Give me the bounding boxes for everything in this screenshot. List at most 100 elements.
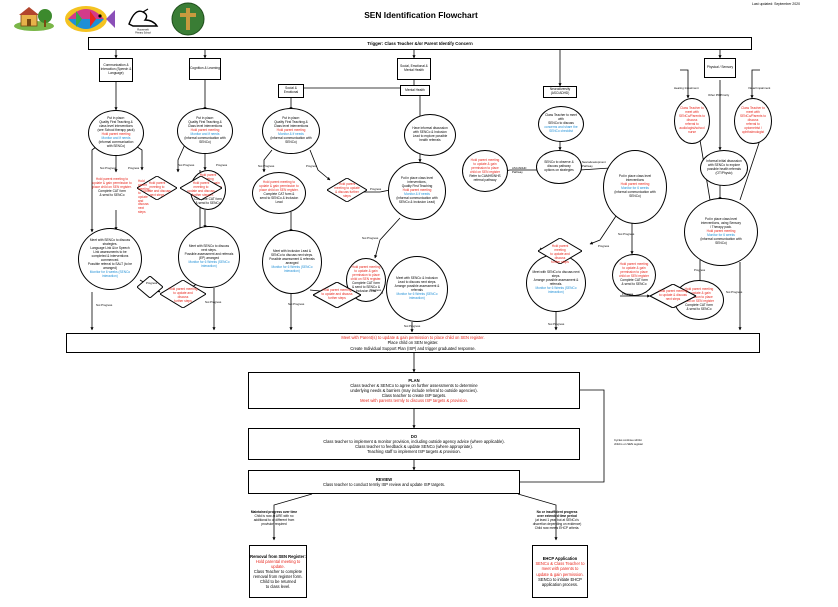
label-not-progress-3: Not Progress [178, 163, 195, 167]
text-line: Class level interventions [187, 124, 223, 129]
text-line: interaction) [409, 295, 425, 300]
swan-logo: Roosevelt Primary School [123, 4, 163, 34]
text-line: Hold parent meeting [551, 244, 569, 252]
text-line: to update & gain [622, 266, 646, 271]
area-neuro: Neurodiversity (ASC/ADHD) [543, 86, 577, 98]
text-line: Refer to CAMHS/NHS [469, 173, 501, 178]
text-line: permission to place [471, 166, 499, 171]
label-not-progress-5: Not Progress [258, 164, 275, 168]
text-line: Meet with SENCo to discuss next [532, 270, 580, 275]
sen-register-red: Meet with Parent(s) to update & gain per… [341, 335, 485, 341]
text-line: Hold parent meeting [706, 229, 736, 234]
label-progress-2: Progress [146, 281, 158, 285]
text-line: Hold parent meeting [168, 287, 198, 291]
text-line: commenced. [100, 258, 120, 262]
text-line: referral to audiologist/school [679, 121, 705, 130]
label-progress-7: Progress [598, 244, 610, 248]
label-progress-5: Progress [370, 187, 382, 191]
text-line: SENCo to observe & [544, 160, 574, 165]
text-line: Put in place: [196, 116, 214, 121]
text-line: Hold parent meeting [199, 173, 217, 182]
text-line: completed & interventions [91, 254, 129, 259]
text-line: Hold parent meeting [658, 289, 688, 293]
text-line: Monitor for 6 weeks [707, 232, 735, 237]
area-semh: Social, Emotional & Mental Health [397, 58, 431, 80]
text-line: Monitor for 6 Weeks (SENCo [188, 259, 230, 264]
text-line: Hold parent meeting to [148, 181, 166, 189]
text-line: Meet with Inclusion Lead & [272, 249, 312, 254]
text-line: Quality First Teaching & [274, 120, 308, 125]
text-line: Hold parent meeting [190, 128, 220, 133]
text-line: Class Teacher to meet with [680, 106, 704, 115]
area-communication: Communication & Interaction (Speech & La… [99, 58, 133, 82]
trigger-text: Trigger: Class Teacher &/or Parent Ident… [367, 40, 473, 46]
plan-box: PLAN Class teacher & SENCo to agree on f… [248, 372, 580, 409]
text-line: to update and discuss [321, 291, 353, 296]
text-line: SENCo) [285, 139, 297, 144]
label-not-progress-8: Not Progress [404, 324, 421, 328]
do-line2: Class teacher to feedback & update SENCo… [355, 444, 473, 449]
text-line: Hold parent meeting [470, 158, 500, 163]
label-progress-1: Progress [128, 166, 140, 170]
text-line: steps. [551, 274, 561, 279]
ehcp-box: EHCP Application SENCo & Class Teacher t… [532, 545, 588, 598]
text-line: interventions, [407, 180, 427, 185]
text-line: Monitor for 6 Weeks (SENCo [271, 264, 313, 269]
text-line: Put in place class level [704, 217, 738, 222]
text-line: Lead to explore possible [412, 134, 448, 138]
text-line: SENCo) [629, 193, 641, 198]
label-not-progress-1: Not Progress [100, 166, 117, 170]
label-hearing: Hearing Impairment [674, 86, 699, 90]
text-line: (informal communication with [396, 195, 438, 200]
text-line: Lead [275, 199, 283, 204]
text-line: Have informal discussion [412, 126, 448, 131]
text-line: next steps [665, 296, 681, 301]
text-line: Complete CAT form [98, 188, 126, 193]
text-line: nurse [688, 129, 696, 134]
label-not-progress-2: Not Progress [96, 303, 113, 307]
text-line: to update & gain [473, 162, 497, 167]
text-line: Hold parent meeting [101, 132, 131, 136]
text-line: Class level interventions [273, 124, 309, 129]
area-social-label: Social & Emotional [283, 86, 299, 94]
text-line: permission to place [352, 273, 380, 278]
text-line: SENCo & Inclusion Lead) [398, 199, 436, 204]
text-line: interaction) [284, 268, 300, 273]
text-line: Meet with SENCo & Inclusion [396, 276, 438, 281]
text-line: / Therapy pack. [710, 225, 732, 230]
area-cognition: Cognition & Learning [189, 58, 221, 80]
text-line: Complete CAT form [620, 277, 648, 282]
text-line: next steps [149, 192, 165, 197]
text-line: meeting to update [334, 185, 360, 190]
plan-line1: Class teacher & SENCo to agree on furthe… [350, 382, 478, 388]
page-title: SEN Identification Flowchart [364, 10, 478, 20]
sen-register-box: Meet with Parent(s) to update & gain per… [66, 333, 760, 353]
text-line: to update and discuss [173, 290, 193, 299]
label-not-progress-11: Not Progress [726, 290, 743, 294]
label-progress-8: Progress [622, 292, 634, 296]
text-line: send to SENCo & Inclusion [259, 195, 299, 200]
svg-text:Primary School: Primary School [135, 32, 151, 35]
soc-second-step: Meet with Inclusion Lead &SENCo to discu… [262, 230, 322, 294]
text-line: Possible referral to SALT (to be [87, 261, 133, 266]
plan-line2: underlying needs & barriers (may include… [350, 387, 478, 393]
text-line: Hold parent meeting [620, 182, 650, 187]
text-line: Hold parent meeting [402, 188, 432, 193]
text-line: Quality First Teaching & [99, 120, 133, 125]
text-line: Monitor for 6 Weeks (SENCo [535, 285, 577, 290]
text-line: (informal communication with [700, 236, 742, 241]
do-box: DO Class teacher to implement & monitor … [248, 428, 580, 460]
text-line: Class Teacher to meet with [741, 106, 765, 115]
comm-first-step: Put in place:Quality First Teaching &cla… [88, 110, 144, 156]
svg-text:Roosevelt: Roosevelt [137, 28, 149, 32]
text-line: discuss pathway [547, 164, 571, 169]
text-line: with SENCo & Inclusion [413, 130, 447, 135]
text-line: Complete CAT form & [263, 192, 295, 196]
text-line: SENCo checklist [549, 128, 573, 133]
text-line: to update & gain [687, 291, 711, 296]
